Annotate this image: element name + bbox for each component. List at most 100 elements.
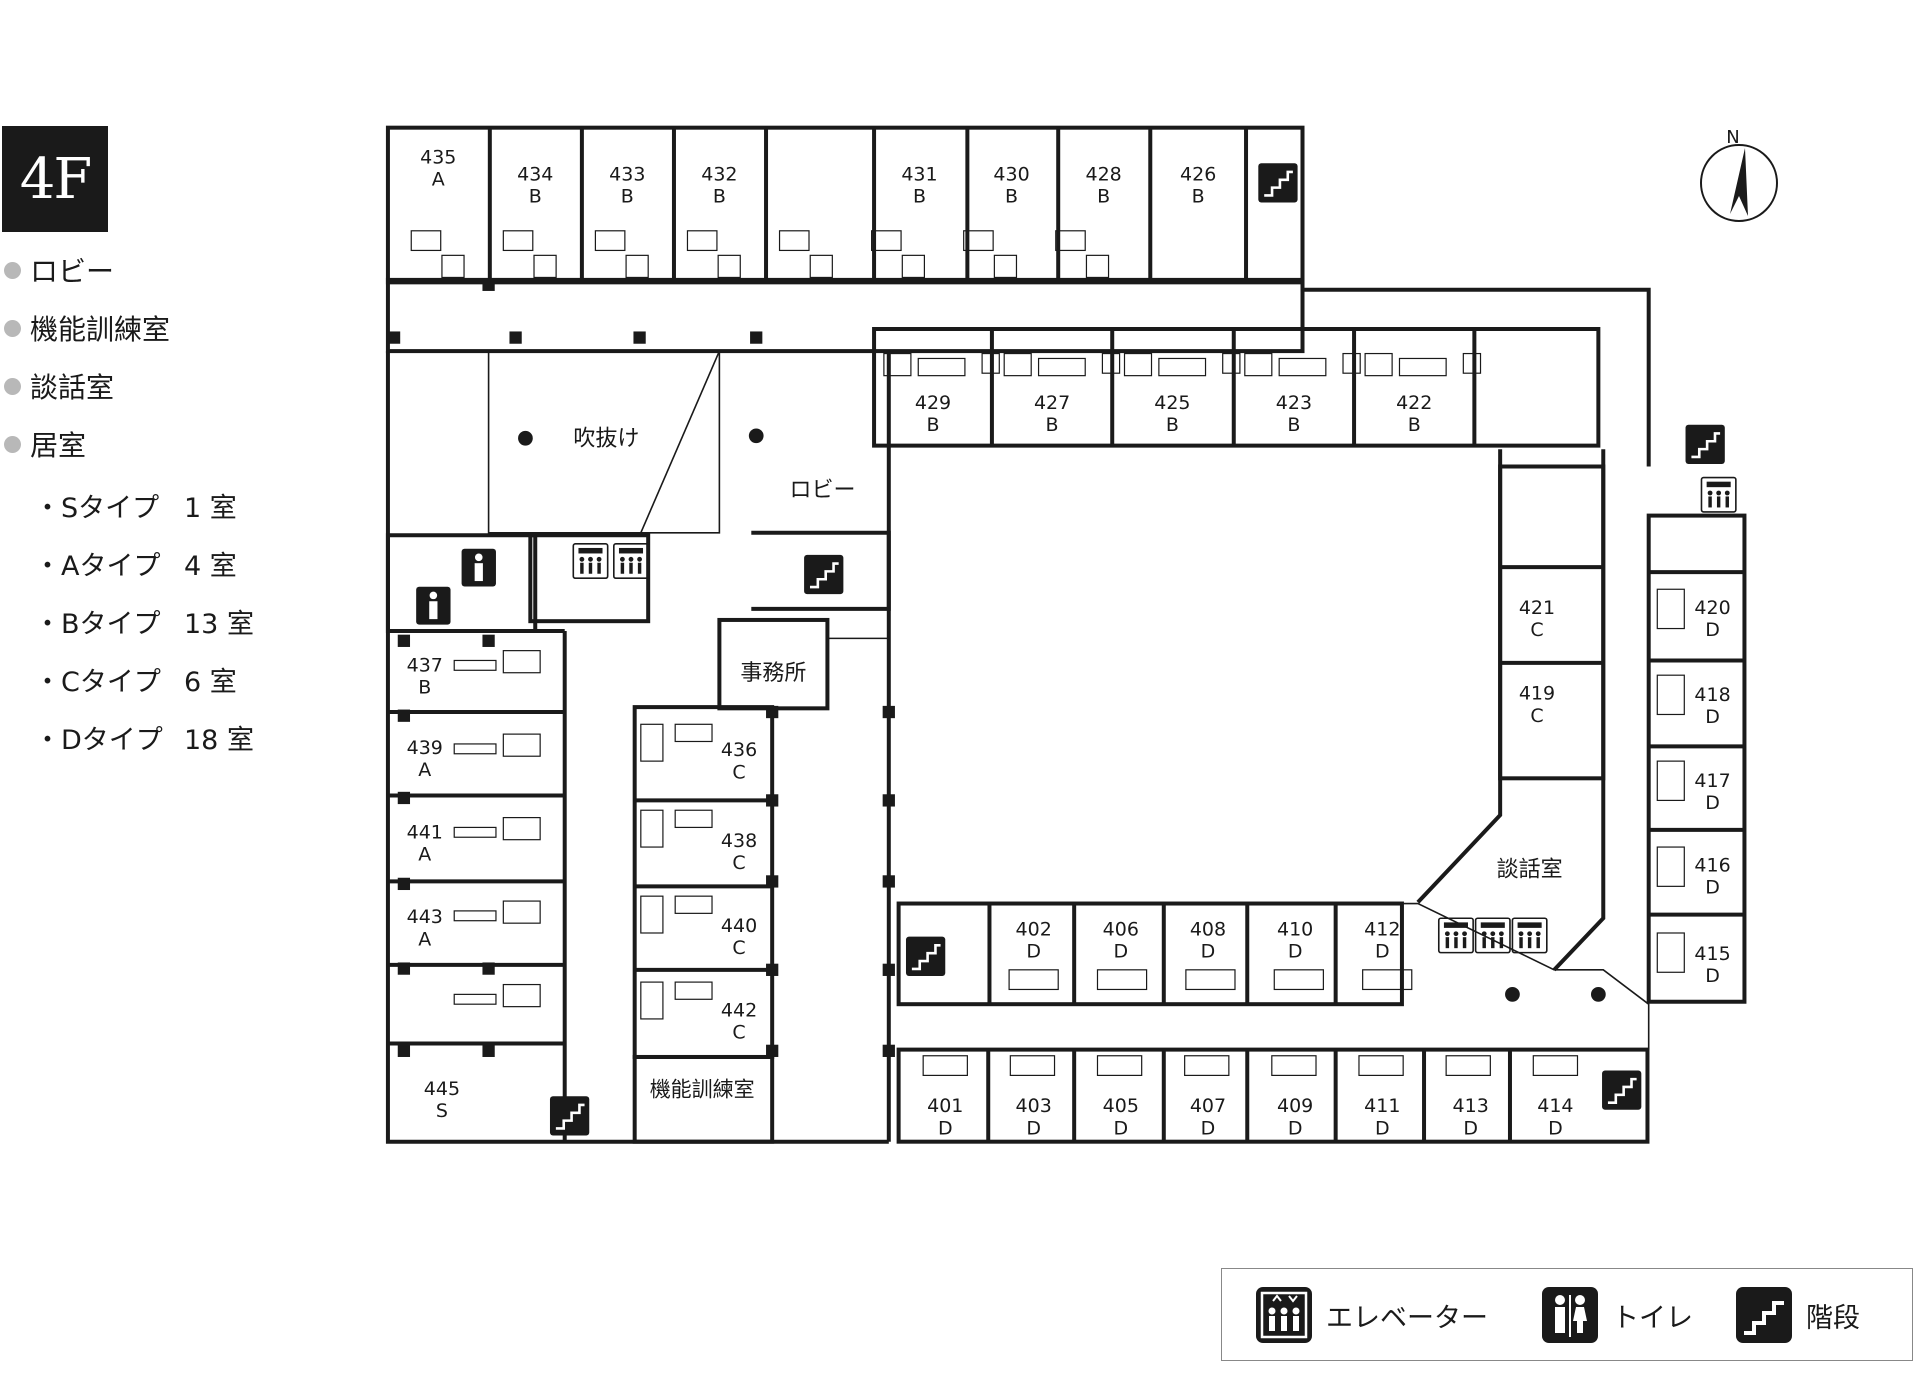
fixture (883, 352, 912, 377)
fixture (674, 723, 713, 743)
elevator-icon (572, 543, 609, 580)
fixture (533, 254, 557, 279)
room-number: 413 (1453, 1095, 1489, 1117)
room-type: D (1026, 941, 1041, 963)
fixture (1222, 352, 1241, 374)
fixture (1271, 1055, 1317, 1076)
fixture (640, 981, 664, 1020)
legend-item-training: 機能訓練室 (4, 308, 170, 348)
fixture (922, 1055, 968, 1076)
room-number: 430 (993, 163, 1029, 185)
room-type: C (1530, 619, 1543, 641)
column (518, 430, 533, 446)
fixture (410, 230, 442, 252)
room-type: C (732, 852, 745, 874)
room-number: 434 (517, 163, 553, 185)
fixture (981, 352, 1000, 374)
fixture (1101, 352, 1121, 374)
fixture (1158, 357, 1207, 377)
fixture (717, 254, 741, 279)
column (482, 1044, 495, 1057)
wall (896, 901, 1404, 1007)
room-type: D (1375, 941, 1390, 963)
fixture (502, 900, 541, 924)
elevator-icon (613, 543, 649, 580)
stairs-icon (1602, 1070, 1642, 1110)
room-number: 408 (1190, 918, 1226, 940)
room-type: D (1705, 877, 1720, 899)
column (1590, 987, 1606, 1002)
room-number: 421 (1519, 597, 1555, 619)
room-type: B (1046, 414, 1059, 436)
key-elevator-label: エレベーター (1326, 1302, 1488, 1334)
room-type: D (1705, 965, 1720, 987)
fixture (502, 733, 541, 757)
column (397, 634, 411, 647)
room-number: 432 (701, 163, 737, 185)
fixture (1278, 357, 1327, 377)
elevator-icon (1511, 917, 1548, 954)
compass-label: N (1726, 127, 1739, 148)
fixture (1184, 1055, 1230, 1076)
room-type: D (1201, 941, 1216, 963)
room-type: C (732, 1022, 745, 1044)
room-type: B (1408, 414, 1421, 436)
fixture (1445, 1055, 1491, 1076)
fixture (1342, 352, 1361, 374)
room-type: D (1113, 941, 1128, 963)
room-type: D (938, 1117, 953, 1139)
fixture (871, 230, 902, 252)
room-number: 442 (721, 999, 757, 1021)
column (1505, 987, 1520, 1002)
symbol-key: エレベーター トイレ 階段 (1221, 1268, 1913, 1361)
fixture (625, 254, 649, 279)
fixture (674, 809, 713, 829)
column (509, 331, 522, 344)
fixture (686, 230, 718, 252)
room-number: 435 (420, 146, 456, 168)
fixture (1037, 357, 1086, 377)
fixture (1656, 588, 1685, 630)
room-number: 441 (407, 821, 443, 843)
training-room-label: 機能訓練室 (650, 1077, 755, 1101)
fixture (502, 983, 541, 1008)
room-type: A (418, 844, 431, 866)
room-number: 418 (1694, 684, 1730, 706)
room-type: C (732, 937, 745, 959)
room-type: B (1192, 186, 1205, 208)
room-type: B (926, 414, 939, 436)
wall (632, 1054, 775, 1144)
fixture (502, 650, 541, 674)
fixture (1273, 969, 1324, 991)
wall-line (385, 351, 889, 1144)
wall (1498, 464, 1606, 781)
room-type: B (621, 186, 634, 208)
toilet-icon (1542, 1287, 1598, 1343)
stairs-icon (1736, 1287, 1792, 1343)
fixture (502, 230, 534, 252)
room-number: 437 (407, 655, 443, 677)
room-number: 428 (1085, 163, 1121, 185)
room-number: 402 (1016, 918, 1052, 940)
legend-item-rooms: 居室 (4, 424, 86, 464)
fixture (441, 254, 465, 279)
wall-line (751, 530, 891, 611)
room-number: 411 (1364, 1095, 1400, 1117)
fixture (453, 743, 497, 755)
fixture (1656, 932, 1685, 973)
fixture (1462, 352, 1482, 374)
elevator-icon (1256, 1287, 1312, 1343)
